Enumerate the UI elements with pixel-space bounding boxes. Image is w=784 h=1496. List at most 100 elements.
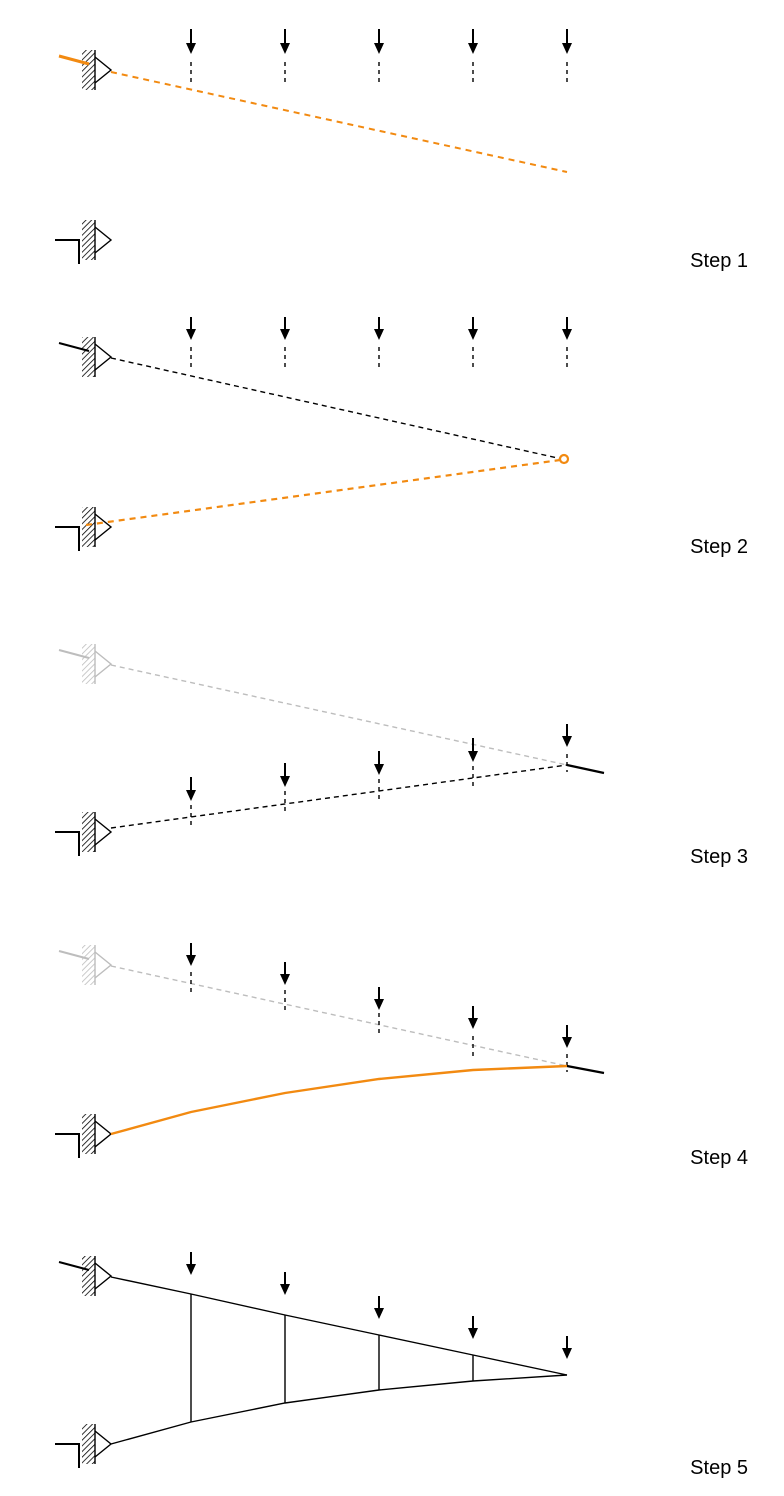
pivot-triangle — [94, 343, 113, 371]
curved-profile-line — [110, 1064, 568, 1136]
arrow-head — [468, 43, 478, 54]
pivot-triangle — [94, 650, 113, 678]
wall-support-icon — [82, 50, 113, 90]
step-5-label: Step 5 — [690, 1457, 748, 1479]
step-3-diagram — [55, 644, 605, 856]
step-1-label: Step 1 — [690, 250, 748, 272]
arrow-head — [562, 329, 572, 340]
down-arrow-icon — [186, 1252, 196, 1275]
upper-lever — [58, 342, 90, 352]
down-arrow-icon — [186, 943, 196, 966]
step-5-diagram — [55, 1252, 572, 1468]
upper-ray-dashed — [110, 357, 563, 460]
wall-support-icon — [82, 644, 113, 684]
step-4-label: Step 4 — [690, 1147, 748, 1169]
wall-support-icon — [82, 507, 113, 547]
down-arrow-icon — [562, 724, 572, 747]
upper-lever — [58, 1261, 90, 1271]
down-arrow-icon — [374, 987, 384, 1010]
pivot-triangle — [94, 513, 113, 541]
down-arrow-icon — [468, 29, 478, 54]
arrow-head — [280, 776, 290, 787]
wall-hatch — [82, 1424, 95, 1464]
down-arrow-icon — [562, 317, 572, 340]
wall-hatch — [82, 1114, 95, 1154]
step-2-diagram — [55, 317, 572, 551]
arrow-head — [374, 329, 384, 340]
arrow-head — [562, 1348, 572, 1359]
arrow-head — [562, 43, 572, 54]
upper-lever — [58, 54, 90, 66]
wall-support-icon — [82, 1256, 113, 1296]
pivot-triangle — [94, 1120, 113, 1148]
wall-support-icon — [82, 945, 113, 985]
pivot-triangle — [94, 1430, 113, 1458]
upper-ray-dashed — [110, 71, 568, 173]
arrow-head — [186, 790, 196, 801]
arrow-head — [280, 329, 290, 340]
arrow-head — [562, 1037, 572, 1048]
pivot-circle-icon — [558, 453, 570, 465]
arrow-head — [374, 999, 384, 1010]
upper-lever — [58, 649, 90, 659]
down-arrow-icon — [468, 738, 478, 762]
wall-support-icon — [82, 1114, 113, 1154]
wall-hatch — [82, 945, 95, 985]
down-arrow-icon — [280, 763, 290, 787]
l-bracket — [55, 831, 80, 856]
wall-hatch — [82, 812, 95, 852]
l-bracket — [55, 239, 80, 264]
down-arrow-icon — [186, 777, 196, 801]
pivot-triangle — [94, 56, 113, 84]
pivot-triangle — [94, 1262, 113, 1290]
arrow-head — [468, 1328, 478, 1339]
lower-chord — [110, 1374, 568, 1445]
step-2-label: Step 2 — [690, 536, 748, 558]
faded-upper-ray — [110, 664, 568, 766]
down-arrow-icon — [468, 1006, 478, 1029]
l-bracket — [55, 1133, 80, 1158]
lower-ray-dashed — [110, 764, 568, 829]
wall-hatch — [82, 1256, 95, 1296]
arrow-head — [374, 1308, 384, 1319]
step-4-diagram — [55, 943, 605, 1158]
l-bracket — [55, 526, 80, 551]
arrow-head — [374, 764, 384, 775]
arrow-head — [186, 329, 196, 340]
arrow-head — [468, 751, 478, 762]
step-1-diagram — [55, 29, 572, 264]
tip-lever — [566, 763, 605, 775]
wall-hatch — [82, 337, 95, 377]
pivot-triangle — [94, 818, 113, 846]
down-arrow-icon — [468, 317, 478, 340]
l-bracket — [55, 1443, 80, 1468]
step-3-label: Step 3 — [690, 846, 748, 868]
down-arrow-icon — [280, 962, 290, 985]
down-arrow-icon — [374, 317, 384, 340]
arrow-head — [280, 974, 290, 985]
down-arrow-icon — [562, 1336, 572, 1359]
pivot-triangle — [94, 951, 113, 979]
wall-support-icon — [82, 1424, 113, 1464]
arrow-head — [186, 1264, 196, 1275]
wall-hatch — [82, 507, 95, 547]
pivot-triangle — [94, 226, 113, 254]
arrow-head — [468, 1018, 478, 1029]
down-arrow-icon — [374, 751, 384, 775]
tip-lever — [566, 1064, 605, 1075]
wall-support-icon — [82, 337, 113, 377]
upper-chord — [110, 1276, 568, 1376]
down-arrow-icon — [562, 1025, 572, 1048]
lower-ray-dashed — [85, 458, 561, 527]
arrow-head — [280, 1284, 290, 1295]
down-arrow-icon — [468, 1316, 478, 1339]
faded-upper-ray — [110, 965, 568, 1067]
wall-hatch — [82, 50, 95, 90]
arrow-head — [186, 955, 196, 966]
down-arrow-icon — [280, 317, 290, 340]
down-arrow-icon — [280, 1272, 290, 1295]
arrow-head — [562, 736, 572, 747]
down-arrow-icon — [374, 29, 384, 54]
wall-hatch — [82, 644, 95, 684]
down-arrow-icon — [186, 317, 196, 340]
